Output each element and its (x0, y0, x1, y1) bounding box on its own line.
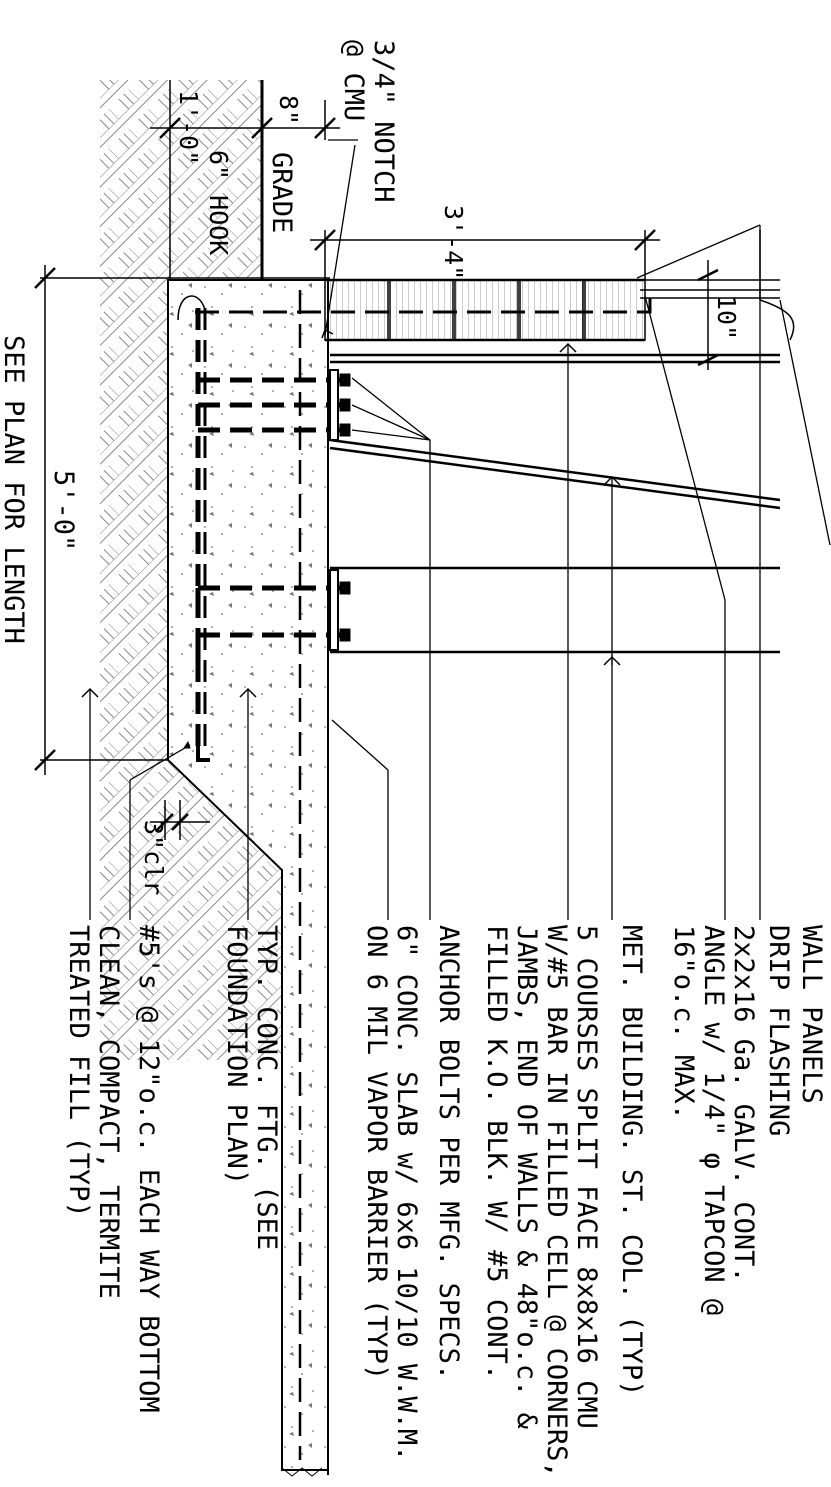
earth-fill-hatch (100, 80, 282, 1060)
dim-block-height: 3'-4" (439, 205, 468, 280)
dimension-text: 1'-0" 8" 3'-4" 10" 5'-0" 3"clr (48, 90, 741, 895)
note-angle-line3: 16"o.c. MAX. (668, 925, 699, 1120)
label-notch-line1: 3/4" NOTCH (368, 40, 399, 203)
leader-lines (89, 139, 831, 920)
dimension-lines (34, 80, 780, 840)
anchor-bolts (329, 369, 351, 651)
note-wall-panels: WALL PANELS (796, 925, 827, 1104)
note-drip-flashing: DRIP FLASHING (763, 925, 794, 1136)
note-cmu-line3: JAMBS, END OF WALLS & 48"o.c. & (511, 925, 542, 1430)
label-hook: 6" HOOK (204, 150, 233, 255)
cmu-wall (324, 278, 646, 342)
steel-column (329, 230, 795, 654)
note-slab-line2: ON 6 MIL VAPOR BARRIER (TYP) (361, 925, 392, 1380)
reinforcing-steel (177, 290, 652, 1460)
note-fill-line2: TREATED FILL (TYP) (63, 925, 94, 1218)
note-angle-line2: ANGLE w/ 1/4" φ TAPCON @ (698, 925, 729, 1315)
note-steel-column: MET. BUILDING. ST. COL. (TYP) (616, 925, 647, 1396)
dim-footing-width: 1'-0" (174, 90, 203, 165)
note-slab-line1: 6" CONC. SLAB w/ 6x6 10/10 W.W.M. (391, 925, 422, 1461)
note-cmu-line4: FILLED K.O. BLK. W/ #5 CONT. (481, 925, 512, 1380)
dim-footing-length: 5'-0" (48, 470, 79, 551)
note-cmu-line2: W/#5 BAR IN FILLED CELL @ CORNERS, (541, 925, 572, 1478)
note-footing-line2: FOUNDATION PLAN) (221, 925, 252, 1185)
annotation-labels: 3/4" NOTCH @ CMU 6" HOOK GRADE SEE PLAN … (0, 40, 399, 644)
label-notch-line2: @ CMU (338, 40, 369, 121)
dim-clear-cover: 3"clr (139, 820, 168, 895)
note-anchor-bolts: ANCHOR BOLTS PER MFG. SPECS. (433, 925, 464, 1380)
note-footing-line1: TYP. CONC. FTG. (SEE (251, 925, 282, 1250)
note-fill-line1: CLEAN, COMPACT, TERMITE (93, 925, 124, 1299)
notes-callouts: WALL PANELS DRIP FLASHING 2x2x16 Ga. GAL… (63, 925, 827, 1478)
note-rebar: #5's @ 12"o.c. EACH WAY BOTTOM (133, 925, 164, 1413)
note-cmu-line1: 5 COURSES SPLIT FACE 8x8x16 CMU (571, 925, 602, 1429)
dim-top-offset: 10" (712, 295, 741, 340)
label-grade: GRADE (266, 152, 297, 233)
label-see-plan: SEE PLAN FOR LENGTH (0, 335, 29, 644)
note-angle-line1: 2x2x16 Ga. GALV. CONT. (728, 925, 759, 1283)
dim-slab-edge: 8" (274, 95, 303, 125)
